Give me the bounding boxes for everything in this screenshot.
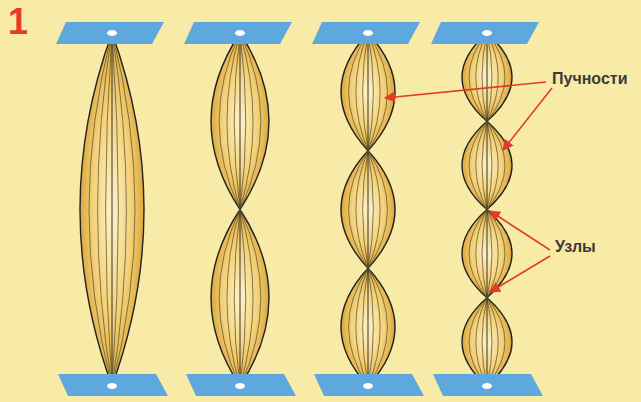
string-loop: [349, 268, 388, 386]
string-rest: [487, 210, 488, 298]
pin: [482, 383, 492, 389]
clamp: [312, 22, 420, 44]
string-loop: [341, 151, 395, 269]
pin: [107, 30, 117, 36]
string-rest: [368, 33, 369, 151]
pin: [235, 383, 245, 389]
string-loop: [363, 151, 374, 269]
string-loop: [476, 33, 499, 121]
string-loop: [469, 210, 505, 298]
string-loop: [363, 33, 374, 151]
leader-line: [490, 211, 550, 250]
leader-line: [385, 82, 546, 98]
string-loop: [227, 210, 253, 387]
string-loop: [349, 33, 388, 151]
clamp: [186, 374, 296, 396]
string-loop: [482, 210, 492, 298]
string-rest: [240, 210, 241, 387]
string-loop: [462, 33, 512, 121]
string-loop: [106, 33, 119, 386]
string-rest: [487, 33, 488, 121]
pin: [107, 383, 117, 389]
string-loop: [89, 33, 135, 386]
string-loop: [227, 33, 253, 210]
string-rest: [487, 298, 488, 386]
string-loop: [349, 151, 388, 269]
string-loop: [356, 268, 380, 386]
clamp: [56, 22, 164, 44]
string-loop: [462, 298, 512, 386]
pin: [235, 30, 245, 36]
string-loop: [462, 121, 512, 209]
string-loop: [469, 121, 505, 209]
string-loop: [356, 151, 380, 269]
string-loop: [462, 210, 512, 298]
string-loop: [469, 298, 505, 386]
string-loop: [363, 268, 374, 386]
string-loop: [341, 33, 395, 151]
string-loop: [98, 33, 127, 386]
string-rest: [112, 33, 113, 386]
clamp: [184, 22, 292, 44]
clamp: [314, 374, 424, 396]
string-loop: [482, 121, 492, 209]
pin: [363, 383, 373, 389]
pin: [482, 30, 492, 36]
string-loop: [469, 33, 505, 121]
clamp: [58, 374, 168, 396]
antinode-label: Пучности: [552, 70, 627, 88]
string-loop: [219, 33, 261, 210]
string-loop: [356, 33, 380, 151]
string-rest: [240, 33, 241, 210]
string-loop: [234, 210, 246, 387]
string-rest: [368, 151, 369, 269]
string-rest: [368, 268, 369, 386]
leader-line: [490, 256, 550, 292]
string-loop: [476, 121, 499, 209]
string-loop: [219, 210, 261, 387]
pin: [363, 30, 373, 36]
figure-number: 1: [8, 4, 28, 40]
string-rest: [487, 121, 488, 209]
string-loop: [476, 298, 499, 386]
string-loop: [211, 33, 269, 210]
clamp: [433, 374, 543, 396]
string-loop: [234, 33, 246, 210]
leader-line: [503, 88, 552, 150]
string-loop: [80, 33, 144, 386]
string-loop: [211, 210, 269, 387]
clamp: [431, 22, 539, 44]
string-loop: [476, 210, 499, 298]
node-label: Узлы: [555, 238, 596, 256]
string-loop: [482, 33, 492, 121]
string-loop: [482, 298, 492, 386]
string-loop: [341, 268, 395, 386]
